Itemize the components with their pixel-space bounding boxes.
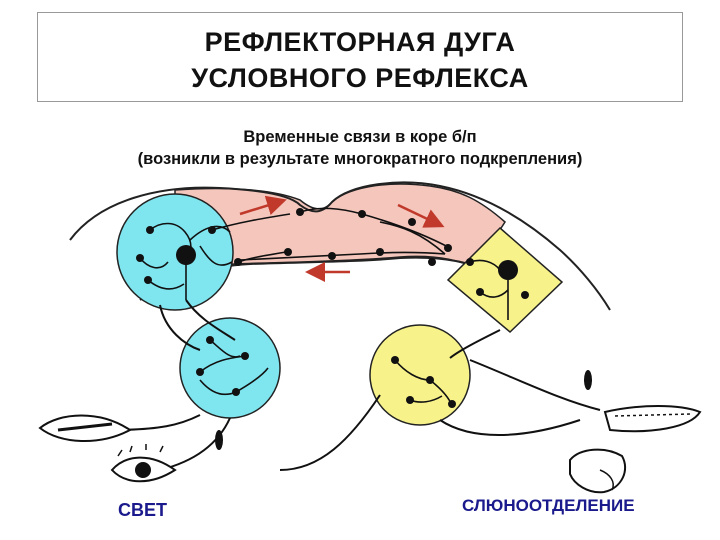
eye-icon [112, 444, 175, 481]
salivary-subcortical-center [370, 325, 470, 425]
visual-subcortical-center [180, 318, 280, 418]
food-cortex-large-neuron [498, 260, 518, 280]
visual-cortex-large-neuron [176, 245, 196, 265]
visual-cortex-center [117, 194, 233, 310]
mouth-icon [605, 406, 700, 431]
response-label: СЛЮНООТДЕЛЕНИЕ [462, 496, 635, 516]
receptor-dot-right [584, 370, 592, 390]
receptor-dot-left [215, 430, 223, 450]
eye-side-icon [40, 416, 130, 442]
stimulus-label: СВЕТ [118, 500, 167, 521]
salivary-gland-icon [570, 450, 625, 493]
